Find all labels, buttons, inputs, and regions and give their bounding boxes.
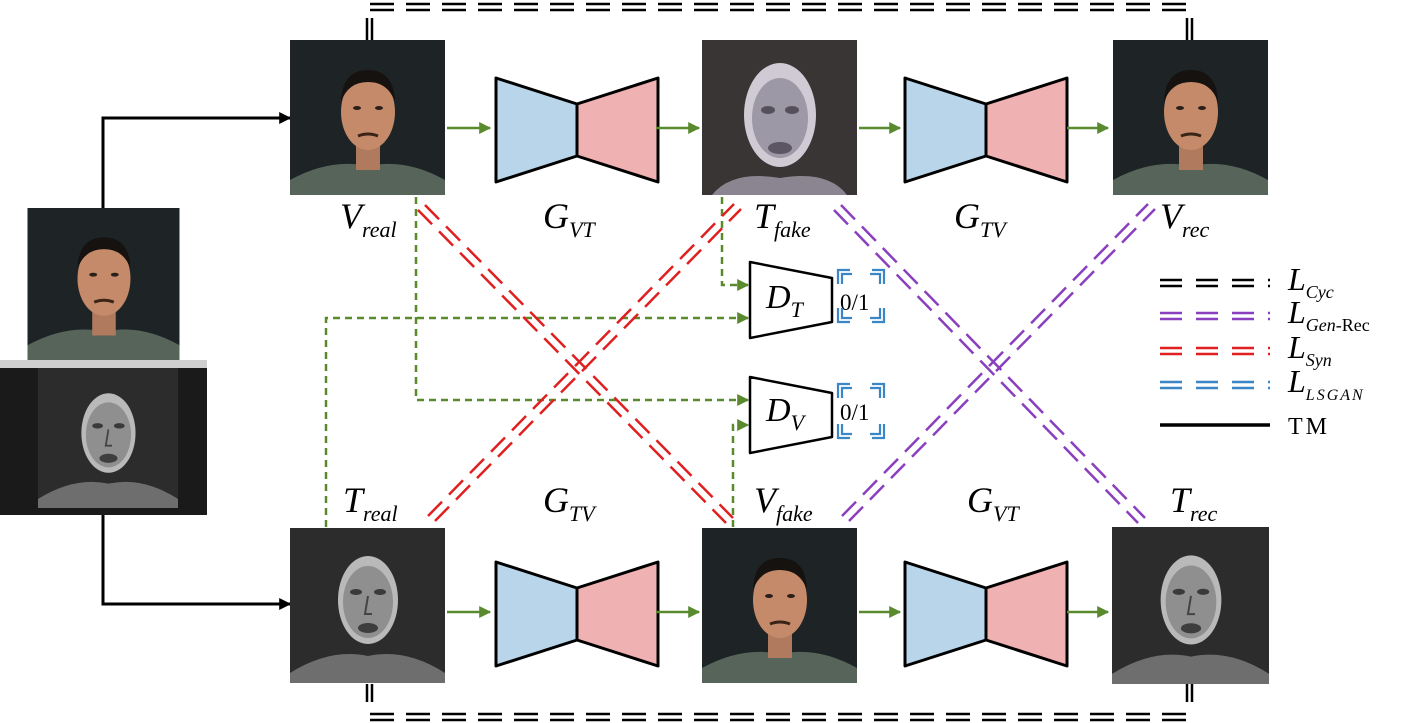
t-real-image [290, 527, 445, 684]
discriminator-v: DV 0/1 [748, 375, 886, 455]
discriminator-t: DT 0/1 [748, 260, 886, 340]
source-visible-image [28, 208, 180, 360]
generator-vt-top [494, 76, 660, 184]
gen-rec-loss [833, 203, 1156, 524]
t-real-label: Treal [343, 480, 398, 526]
v-rec-image [1112, 40, 1269, 195]
tm-arrows [101, 112, 292, 610]
t-fake-label: Tfake [754, 196, 811, 242]
cyc-loss-bottom [365, 684, 1194, 722]
g-vt-bottom-label: GVT [967, 480, 1020, 526]
d-t-label: DT [765, 279, 805, 322]
generator-tv-bottom [494, 560, 660, 668]
g-tv-top-label: GTV [954, 196, 1008, 242]
syn-loss [417, 203, 742, 524]
generator-vt-bottom [903, 560, 1069, 668]
t-rec-label: Trec [1170, 480, 1218, 526]
d-v-output: 0/1 [840, 400, 869, 425]
legend-cyc-label: LCyc [1287, 261, 1334, 302]
legend-syn-label: LSyn [1287, 329, 1332, 370]
g-tv-bottom-label: GTV [543, 480, 597, 526]
v-fake-label: Vfake [754, 480, 813, 526]
d-v-label: DV [765, 392, 807, 435]
v-rec-label: Vrec [1160, 196, 1210, 242]
legend-gen-rec [1160, 311, 1270, 321]
legend-gen-rec-label: LGen-Rec [1287, 294, 1370, 335]
flow-arrows [447, 122, 1110, 618]
cyc-loss-top [365, 2, 1194, 40]
v-real-label: Vreal [340, 196, 397, 242]
g-vt-top-label: GVT [543, 196, 596, 242]
t-fake-image [702, 40, 857, 195]
generator-tv-top [903, 76, 1069, 184]
v-real-image [290, 40, 445, 195]
v-fake-image [702, 527, 857, 684]
legend-tm-label: TM [1288, 414, 1330, 440]
legend-syn [1160, 346, 1270, 356]
d-t-output: 0/1 [840, 290, 869, 315]
legend: LCyc LGen-Rec LSyn LLSGAN TM [1160, 261, 1370, 440]
legend-cyc [1160, 278, 1270, 288]
t-rec-image [1112, 527, 1269, 684]
source-thermal-image [0, 360, 207, 515]
legend-lsgan [1160, 380, 1270, 390]
legend-lsgan-label: LLSGAN [1287, 363, 1365, 404]
discriminator-inputs [324, 197, 750, 527]
